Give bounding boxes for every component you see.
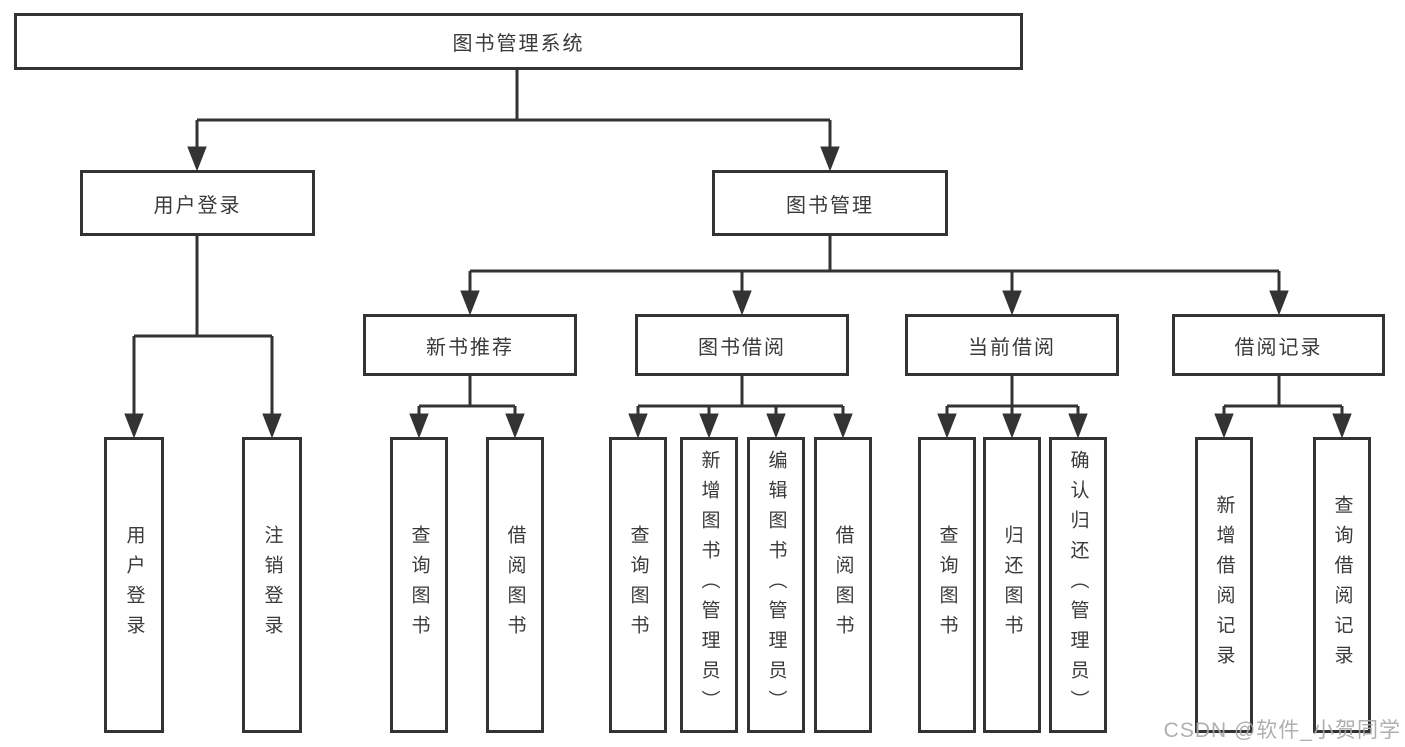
leaf-record-query: 查询借阅记录 — [1313, 437, 1371, 733]
arrowhead-icon — [699, 413, 719, 439]
leaf-borrow-edit-admin: 编辑图书（管理员） — [747, 437, 805, 733]
arrowhead-icon — [124, 413, 144, 439]
leaf-record-query-label: 查询借阅记录 — [1331, 495, 1353, 675]
node-new-book-recommend: 新书推荐 — [363, 314, 577, 376]
leaf-newbook-borrow: 借阅图书 — [486, 437, 544, 733]
arrowhead-icon — [628, 413, 648, 439]
watermark: CSDN @软件_小贺同学 — [1163, 719, 1401, 742]
leaf-current-return: 归还图书 — [983, 437, 1041, 733]
arrowhead-icon — [1002, 290, 1022, 316]
node-book-management: 图书管理 — [712, 170, 948, 236]
leaf-newbook-query: 查询图书 — [390, 437, 448, 733]
arrowhead-icon — [820, 146, 840, 172]
leaf-record-add: 新增借阅记录 — [1195, 437, 1253, 733]
node-borrow-records-label: 借阅记录 — [1234, 336, 1323, 359]
leaf-newbook-query-label: 查询图书 — [408, 525, 430, 645]
arrowhead-icon — [505, 413, 525, 439]
arrowhead-icon — [262, 413, 282, 439]
node-current-borrow-label: 当前借阅 — [968, 336, 1056, 359]
leaf-current-return-label: 归还图书 — [1001, 525, 1023, 645]
arrowhead-icon — [766, 413, 786, 439]
arrowhead-icon — [1214, 413, 1234, 439]
leaf-current-confirm-admin: 确认归还（管理员） — [1049, 437, 1107, 733]
arrowhead-icon — [409, 413, 429, 439]
arrowhead-icon — [732, 290, 752, 316]
arrowhead-icon — [937, 413, 957, 439]
arrowhead-icon — [187, 146, 207, 172]
node-user-login-label: 用户登录 — [153, 194, 242, 217]
connector-path — [132, 70, 1344, 418]
node-book-management-label: 图书管理 — [786, 194, 874, 217]
node-book-borrow: 图书借阅 — [635, 314, 849, 376]
arrowhead-icon — [1269, 290, 1289, 316]
arrowhead-icon — [1332, 413, 1352, 439]
leaf-user-login-label: 用户登录 — [123, 525, 145, 645]
node-root: 图书管理系统 — [14, 13, 1023, 70]
leaf-borrow-query-label: 查询图书 — [627, 525, 649, 645]
arrowhead-icon — [460, 290, 480, 316]
node-book-borrow-label: 图书借阅 — [698, 336, 786, 359]
leaf-borrow-book: 借阅图书 — [814, 437, 872, 733]
node-new-book-recommend-label: 新书推荐 — [426, 336, 514, 359]
leaf-record-add-label: 新增借阅记录 — [1213, 495, 1235, 675]
leaf-logout-label: 注销登录 — [261, 525, 283, 645]
leaf-logout: 注销登录 — [242, 437, 302, 733]
leaf-borrow-add-admin-label: 新增图书（管理员） — [698, 450, 720, 720]
leaf-current-query-label: 查询图书 — [936, 525, 958, 645]
node-root-label: 图书管理系统 — [452, 33, 585, 55]
arrowhead-icon — [1068, 413, 1088, 439]
node-borrow-records: 借阅记录 — [1172, 314, 1385, 376]
node-current-borrow: 当前借阅 — [905, 314, 1119, 376]
leaf-borrow-query: 查询图书 — [609, 437, 667, 733]
arrowhead-icon — [833, 413, 853, 439]
leaf-borrow-book-label: 借阅图书 — [832, 525, 854, 645]
node-user-login: 用户登录 — [80, 170, 315, 236]
leaf-newbook-borrow-label: 借阅图书 — [504, 525, 526, 645]
leaf-user-login: 用户登录 — [104, 437, 164, 733]
leaf-current-query: 查询图书 — [918, 437, 976, 733]
leaf-borrow-add-admin: 新增图书（管理员） — [680, 437, 738, 733]
leaf-borrow-edit-admin-label: 编辑图书（管理员） — [765, 450, 787, 720]
leaf-current-confirm-admin-label: 确认归还（管理员） — [1067, 450, 1089, 720]
arrowhead-icon — [1002, 413, 1022, 439]
